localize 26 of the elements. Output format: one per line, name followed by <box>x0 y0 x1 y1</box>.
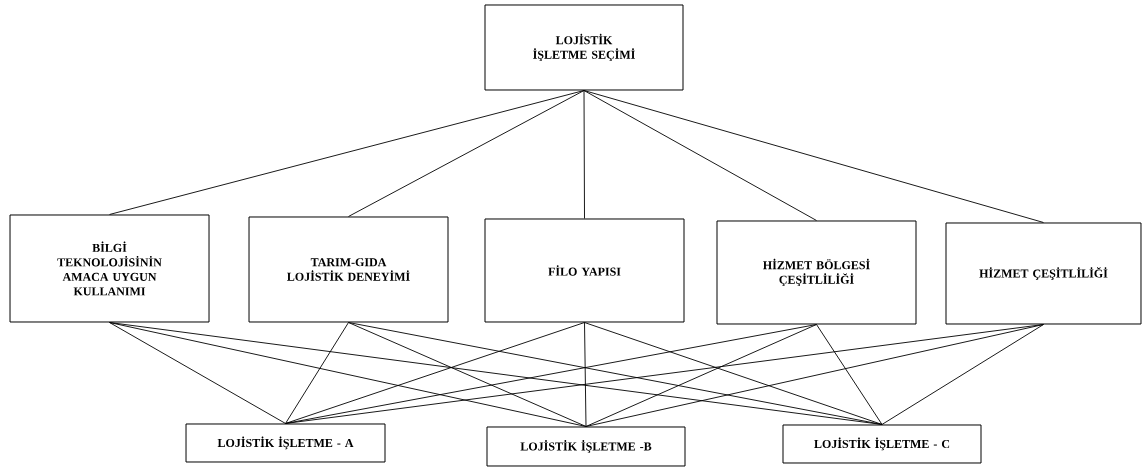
alternative-box: LOJİSTİK İŞLETME -B <box>486 426 686 467</box>
connector-line <box>285 324 817 424</box>
criterion-box: FİLO YAPISI <box>484 218 685 323</box>
connector-line <box>585 324 1044 427</box>
connector-line <box>584 322 587 427</box>
criterion-box: TARIM-GIDA LOJİSTİK DENEYİMİ <box>248 216 449 323</box>
process-box: LOJİSTİK İŞLETME SEÇİMİ <box>484 4 684 91</box>
connector-line <box>285 322 349 424</box>
criterion-box: HİZMET BÖLGESİ ÇEŞİTLİLİĞİ <box>716 220 917 325</box>
connector-line <box>348 322 587 427</box>
connector-line <box>881 324 1044 425</box>
connector-line <box>583 90 1044 223</box>
connector-line <box>583 90 585 219</box>
criterion-box: BİLGİ TEKNOLOJİSİNİN AMACA UYGUN KULLANIMI <box>9 214 210 323</box>
alternative-box: LOJİSTİK İŞLETME - C <box>782 424 982 464</box>
connector-line <box>109 322 286 424</box>
alternative-box: LOJİSTİK İŞLETME - A <box>185 423 386 463</box>
connector-line <box>109 322 587 427</box>
connector-line <box>348 322 883 425</box>
connector-line <box>584 322 883 425</box>
criterion-box: HİZMET ÇEŞİTLİLİĞİ <box>945 222 1142 325</box>
connector-line <box>348 90 585 217</box>
connector-line <box>816 324 883 425</box>
connector-line <box>583 90 817 221</box>
connector-line <box>109 90 585 215</box>
connector-line <box>285 322 585 424</box>
